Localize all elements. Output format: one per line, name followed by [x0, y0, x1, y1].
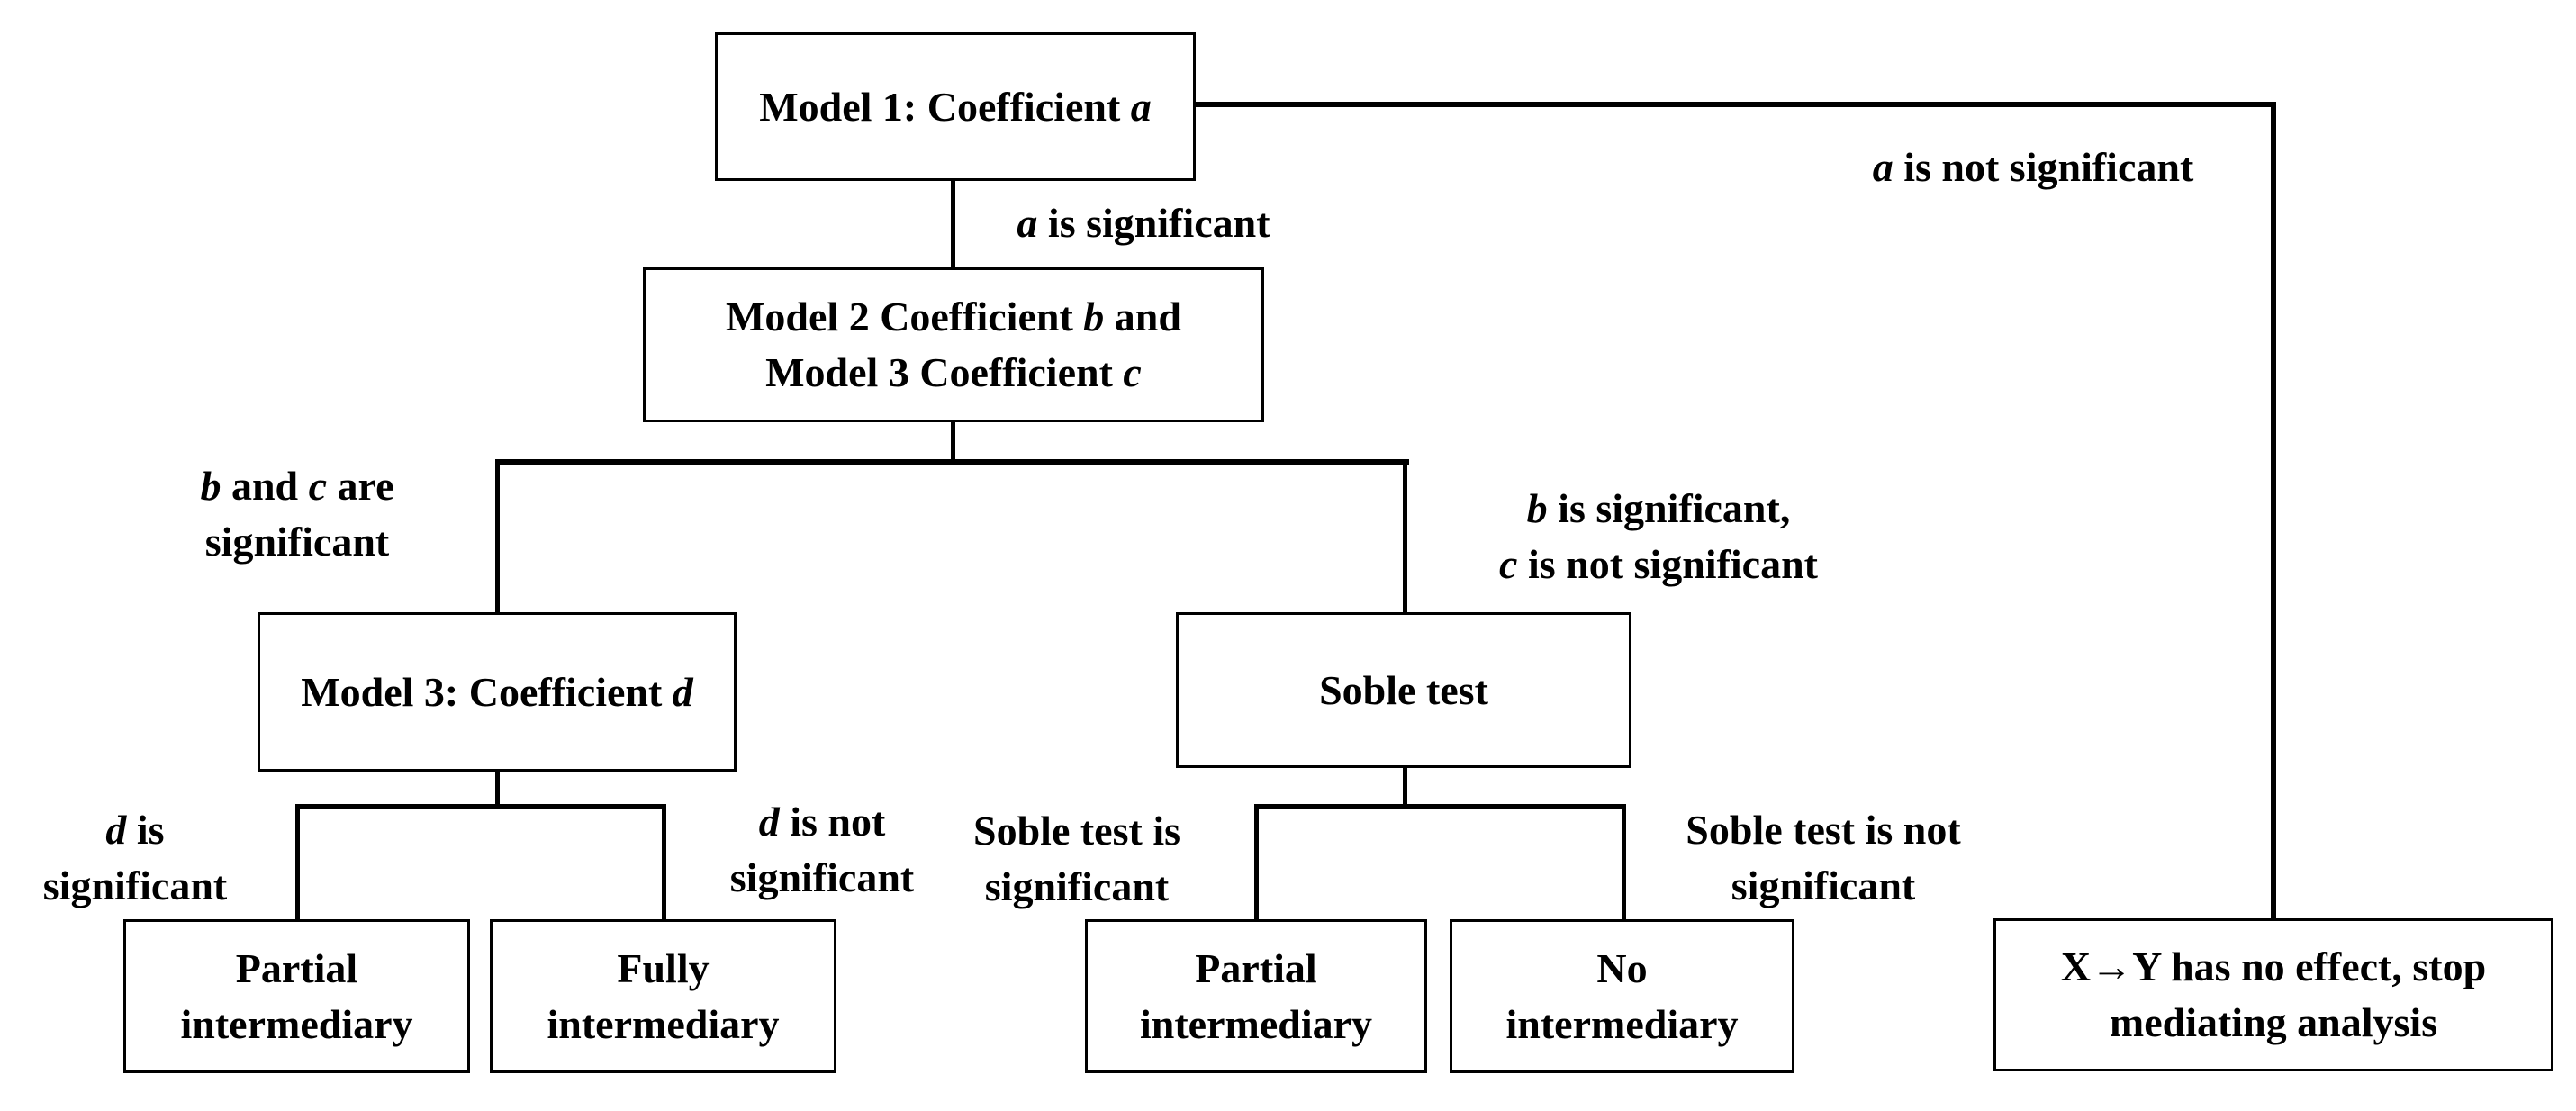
connector-split-to-partial-left — [295, 804, 300, 919]
edge-label-line: Soble test is not — [1686, 807, 1961, 853]
edge-label-b-and-c-significant: b and c are significant — [99, 458, 495, 570]
node-model23: Model 2 Coefficient b and Model 3 Coeffi… — [643, 267, 1264, 422]
node-fully-intermediary: Fully intermediary — [490, 919, 836, 1073]
connector-a-not-significant-vertical — [2271, 102, 2276, 918]
node-model3d: Model 3: Coefficient d — [258, 612, 737, 772]
node-text-line: intermediary — [1505, 1000, 1739, 1047]
split-soble-branch — [1254, 804, 1626, 809]
edge-label-soble-significant: Soble test is significant — [915, 803, 1239, 915]
edge-label-a-not-significant: a is not significant — [1826, 140, 2240, 195]
connector-a-not-significant-horizontal — [1194, 102, 2276, 107]
edge-label-line: significant — [729, 854, 915, 900]
edge-label-line: b is significant, — [1526, 485, 1791, 531]
connector-split-to-partial-right — [1254, 804, 1259, 919]
connector-split-to-no-intermediary — [1622, 804, 1626, 919]
split-bc-branch — [495, 459, 1409, 465]
node-model1: Model 1: Coefficient a — [715, 32, 1196, 181]
connector-soble-to-split — [1403, 766, 1407, 807]
connector-model1-to-model23 — [951, 179, 955, 269]
node-text-line: Model 3: Coefficient d — [301, 668, 693, 715]
node-text-line: Soble test — [1319, 666, 1488, 713]
edge-label-soble-not-significant: Soble test is not significant — [1643, 802, 2003, 914]
node-text-line: Model 1: Coefficient a — [759, 83, 1152, 130]
connector-split-to-soble — [1403, 459, 1407, 614]
edge-label-line: a is not significant — [1872, 144, 2194, 190]
node-stop-mediating-analysis: X→Y has no effect, stop mediating analys… — [1993, 918, 2553, 1071]
node-text-line: X→Y has no effect, stop — [2060, 944, 2487, 989]
edge-label-d-significant: d is significant — [0, 802, 270, 914]
node-partial-intermediary-right: Partial intermediary — [1085, 919, 1427, 1073]
node-text-line: intermediary — [547, 1000, 780, 1047]
edge-label-line: b and c are — [200, 463, 394, 509]
connector-model23-to-split — [951, 420, 955, 461]
edge-label-line: Soble test is — [973, 808, 1180, 854]
connector-model3d-to-split — [495, 770, 500, 807]
node-partial-intermediary-left: Partial intermediary — [123, 919, 470, 1073]
node-text-line: intermediary — [1139, 1000, 1373, 1047]
edge-label-line: significant — [984, 863, 1170, 909]
node-text-line: Partial — [235, 944, 358, 991]
node-text-line: Model 3 Coefficient c — [765, 349, 1142, 395]
node-text-line: mediating analysis — [2109, 999, 2438, 1045]
node-text-line: Model 2 Coefficient b and — [726, 294, 1181, 339]
edge-label-line: d is — [105, 807, 165, 853]
node-no-intermediary: No intermediary — [1450, 919, 1794, 1073]
edge-label-line: significant — [42, 863, 228, 908]
edge-label-d-not-significant: d is not significant — [669, 794, 975, 906]
edge-label-line: a is significant — [1017, 200, 1270, 246]
edge-label-line: d is not — [758, 799, 886, 845]
node-text-line: Fully — [617, 944, 710, 991]
edge-label-line: c is not significant — [1499, 541, 1818, 587]
connector-split-to-fully — [662, 804, 666, 919]
node-text-line: No — [1596, 944, 1648, 991]
node-text-line: intermediary — [180, 1000, 413, 1047]
split-d-branch — [295, 804, 666, 809]
node-soble-test: Soble test — [1176, 612, 1631, 768]
edge-label-line: significant — [204, 519, 390, 565]
edge-label-b-sig-c-not-sig: b is significant, c is not significant — [1424, 481, 1893, 592]
edge-label-line: significant — [1731, 863, 1916, 908]
connector-split-to-model3d — [495, 459, 500, 614]
node-text-line: Partial — [1195, 944, 1317, 991]
edge-label-a-significant: a is significant — [963, 195, 1324, 251]
